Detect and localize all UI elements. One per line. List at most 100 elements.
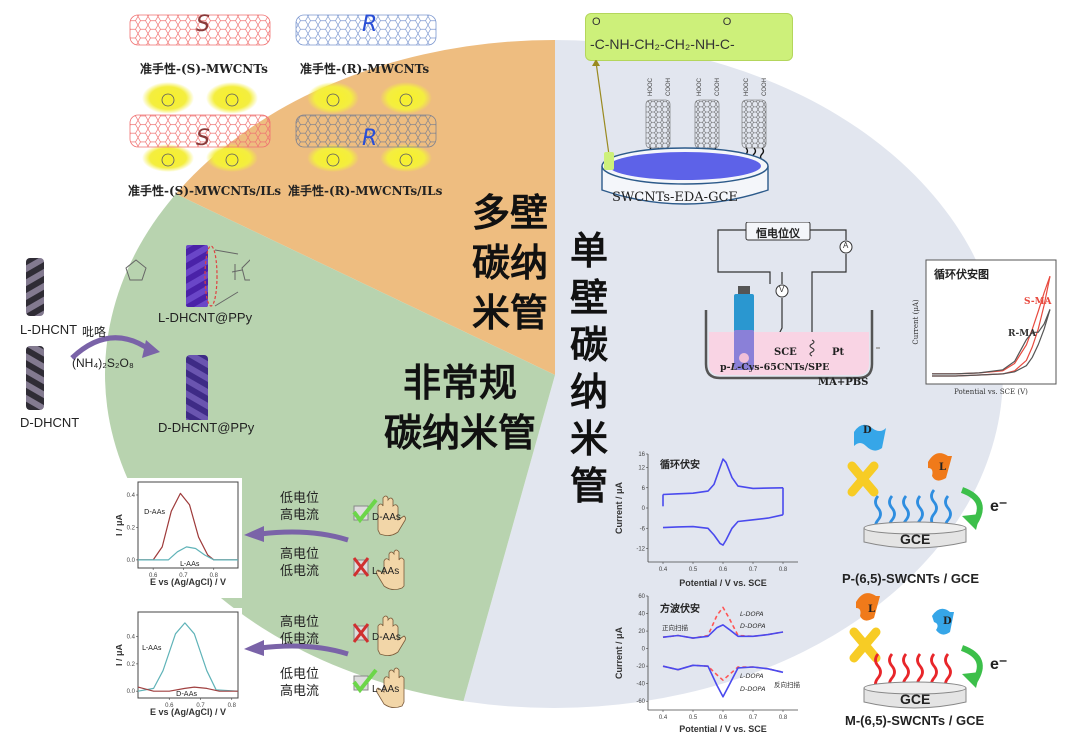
hand-label-l-aas: L-AAs [372,566,400,577]
chart-annotation: L-DOPA [740,672,764,680]
electrode-italic: L [730,362,738,373]
label-p-swcnts-gce: P-(6,5)-SWCNTs / GCE [842,571,979,586]
y-tick-label: 0.4 [127,635,136,641]
arrow-to-bottom-chart [259,643,349,657]
pt-coil [809,339,815,357]
working-electrode-immersed [734,330,754,370]
hand-icon [377,615,406,656]
s-il-letter: S [196,126,210,151]
series-line-reduction [662,514,784,546]
reject-x-icon [847,461,879,497]
pyrrole-icon [125,259,147,281]
plot-area [137,611,239,699]
x-tick-label: 0.4 [659,715,668,721]
y-tick-label: 60 [638,594,645,600]
x-tick-label: 0.7 [749,715,758,721]
gce-label: GCE [900,531,931,547]
electrode-prefix: p- [720,362,731,373]
y-axis-title: I / μA [116,513,124,536]
highlighted-linker [604,152,614,170]
y-tick-label: -40 [636,682,645,688]
series-line-l-aas [138,546,238,561]
x-tick-label: 0.8 [779,715,788,721]
series-line-d-dopa-reverse [662,664,784,698]
x-tick-label: 0.6 [719,715,728,721]
bottom-current-low: 低电流 [280,632,320,647]
electron-transfer-arrow [960,487,983,530]
swcnt-eda-electrode: HOOC COOH HOOC COOH HOOC COOH [592,60,769,205]
y-tick-label: -6 [640,526,646,532]
chart-annotation: 反向扫描 [774,680,801,689]
y-axis-title: I / μA [116,643,124,666]
chart-dpv-top: 0.60.70.80.00.20.4E vs (Ag/AgCl) / VI / … [116,478,242,598]
top-potential-high: 高电位 [280,547,320,562]
chart-annotation: 正向扫描 [662,623,689,632]
title-mwcnt-line-1: 多壁 [471,191,548,235]
title-swcnt-char: 壁 [569,276,608,320]
y-axis-title: Current (μA) [912,299,920,345]
y-tick-label: -12 [636,547,645,553]
y-tick-label: 0.0 [127,558,136,564]
series-label: L-AAs [180,560,200,568]
title-swcnt-char: 碳 [569,323,608,367]
y-tick-label: 16 [638,452,645,458]
checkbox-check-icon [352,668,378,694]
legend-r-ma: R-MA [1008,329,1037,339]
hand-label-l-aas: L-AAs [372,684,400,695]
cross-section-highlight [204,245,218,307]
title-unconventional-line-1: 非常规 [402,361,517,405]
series-line-d-aas [137,686,238,692]
flag-label-l: L [939,462,947,473]
plot-area [137,481,239,569]
l-dhcnt-helix [26,258,44,316]
y-tick-label: 20 [638,629,645,635]
series-label: D-AAs [144,508,166,516]
title-mwcnt-line-3: 米管 [471,291,548,335]
label-d-dhcnt-ppy: D-DHCNT@PPy [158,420,255,435]
label-r-mwcnts: 准手性-(R)-MWCNTs [300,62,430,76]
gce-label: GCE [900,691,931,707]
electron-label: e⁻ [990,656,1008,673]
bottom-potential-low: 低电位 [280,667,320,682]
swcnt-tubes [645,99,767,149]
title-mwcnt: 多壁 碳纳 米管 [470,188,548,338]
label-oxidant: (NH₄)₂S₂O₈ [72,356,134,370]
bottom-potential-high: 高电位 [280,615,320,630]
arrowhead-top [244,526,264,542]
x-tick-label: 0.7 [179,573,188,579]
electrochemical-cell [704,222,880,380]
cooh-label: HOOC [744,77,750,96]
checkbox-check-icon [352,498,378,524]
label-swcnts-eda-gce: SWCNTs-EDA-GCE [612,190,738,205]
y-tick-label: 0.2 [127,525,136,531]
label-potentiostat: 恒电位仪 [756,227,800,240]
x-tick-label: 0.6 [165,703,174,709]
y-tick-label: 0 [642,647,646,653]
chart-background [116,608,242,726]
s-letter: S [196,12,210,37]
y-tick-label: 12 [638,466,645,472]
formula-pointer-line [595,61,611,163]
series-line-r-ma-reverse [932,309,1051,377]
r-il-letter: R [362,126,378,151]
top-current-low: 低电流 [280,564,320,579]
y-tick-label: 40 [638,612,645,618]
polypyrrole-structure-icon [214,249,250,307]
chart-title: 循环伏安 [660,458,700,471]
x-tick-label: 0.5 [689,715,698,721]
label-l-dhcnt-ppy: L-DHCNT@PPy [158,310,253,325]
chiral-hands [352,495,406,708]
working-electrode-body [734,294,754,332]
recognition-arrows [244,526,349,657]
l-dhcnt-ppy-helix [186,245,208,307]
r-mwcnt-tube [295,14,437,46]
title-unconventional-line-2: 碳纳米管 [383,411,536,455]
dhcnt-illustrations [26,245,250,420]
label-ammeter: A [843,241,849,250]
l-enantiomer-flag [928,453,952,481]
top-potential-low: 低电位 [280,491,320,506]
cooh-label: HOOC [648,77,654,96]
d-enantiomer-flag [932,608,954,635]
